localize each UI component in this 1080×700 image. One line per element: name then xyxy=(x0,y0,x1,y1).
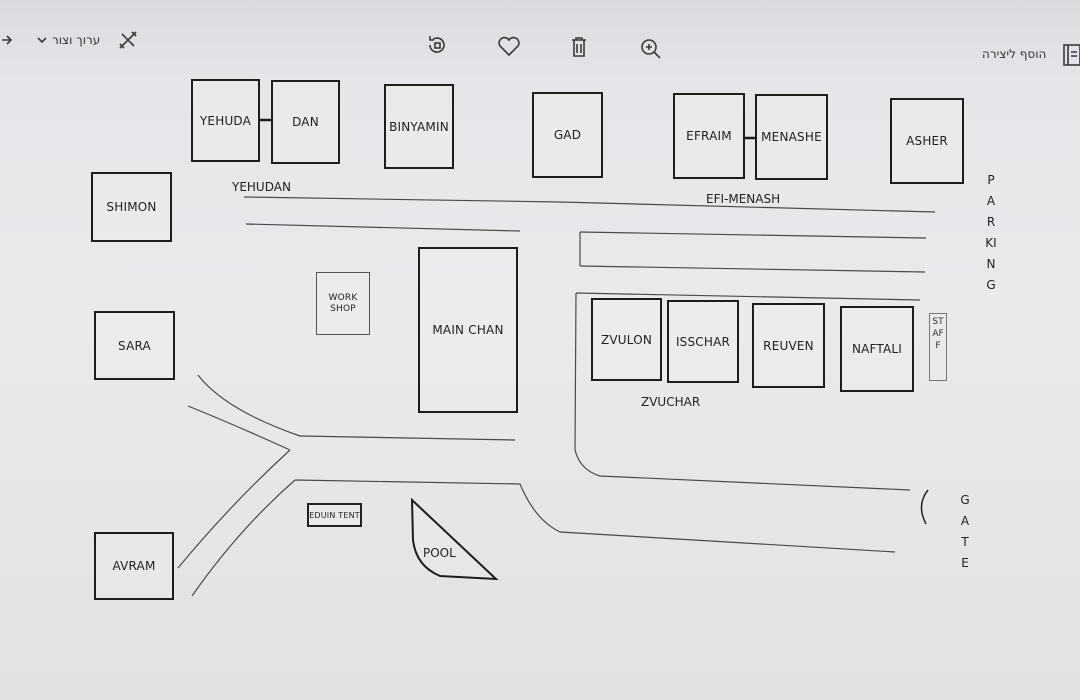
building-gad-label: GAD xyxy=(553,128,582,142)
building-sara: SARA xyxy=(94,311,175,380)
building-binyamin: BINYAMIN xyxy=(384,84,454,169)
building-sara-label: SARA xyxy=(118,338,151,353)
heart-icon[interactable] xyxy=(496,34,522,58)
edit-create-label: ערוך וצור xyxy=(52,33,101,47)
building-efraim: EFRAIM xyxy=(673,93,745,179)
building-gad: GAD xyxy=(532,92,603,178)
building-naftali-label: NAFTALI xyxy=(851,342,903,356)
parking-label: PARKING xyxy=(985,173,997,292)
building-staff-label: STAFF xyxy=(932,317,944,351)
building-asher: ASHER xyxy=(890,98,964,184)
building-avram-label: AVRAM xyxy=(112,559,156,573)
building-dan: DAN xyxy=(271,80,340,164)
road-main-lower xyxy=(294,479,896,553)
building-workshop: WORK SHOP xyxy=(316,272,370,335)
road-left-a xyxy=(197,374,301,437)
building-naftali: NAFTALI xyxy=(840,306,914,392)
building-dan-label: DAN xyxy=(292,115,319,129)
road-main-upper xyxy=(299,435,516,441)
building-menashe: MENASHE xyxy=(755,94,828,180)
road-left-c xyxy=(177,449,291,569)
sidebar-icon[interactable] xyxy=(1062,42,1080,68)
building-workshop-label: WORK SHOP xyxy=(328,292,358,314)
building-main-chan: MAIN CHAN xyxy=(418,247,518,413)
building-beduin-tent: EDUIN TENT xyxy=(307,503,362,527)
zoom-in-icon[interactable] xyxy=(638,36,664,62)
road-label-yehudan: YEHUDAN xyxy=(232,180,291,194)
add-to-creation-label: הוסף ליצירה xyxy=(982,47,1047,61)
road-zvuchar-top xyxy=(575,292,921,301)
building-zvulon-label: ZVULON xyxy=(600,332,653,347)
photo-viewer-toolbar: ערוך וצור הוסף ליצירה xyxy=(0,0,1080,72)
building-asher-label: ASHER xyxy=(906,134,948,148)
building-isschar-label: ISSCHAR xyxy=(675,334,731,349)
building-zvulon: ZVULON xyxy=(591,298,662,381)
edit-tools-icon[interactable] xyxy=(116,28,140,52)
building-isschar: ISSCHAR xyxy=(667,300,739,383)
building-beduin-tent-label: EDUIN TENT xyxy=(309,510,360,520)
building-reuven-label: REUVEN xyxy=(763,338,814,353)
building-shimon-label: SHIMON xyxy=(106,200,157,214)
road-left-b xyxy=(187,405,291,451)
building-avram: AVRAM xyxy=(94,532,174,600)
building-staff: STAFF xyxy=(929,313,947,381)
pool-label: POOL xyxy=(423,546,456,560)
gate-label: GATE xyxy=(960,493,970,570)
building-reuven: REUVEN xyxy=(752,303,825,388)
building-menashe-label: MENASHE xyxy=(761,130,822,144)
edit-create-button[interactable]: ערוך וצור xyxy=(52,30,100,50)
rotate-icon[interactable] xyxy=(424,32,450,58)
road-zvuchar-left xyxy=(574,292,911,491)
share-icon[interactable] xyxy=(0,30,14,50)
road-efi-bottom xyxy=(579,265,926,273)
trash-icon[interactable] xyxy=(568,34,590,60)
building-yehuda: YEHUDA xyxy=(191,79,260,162)
building-efraim-label: EFRAIM xyxy=(686,129,732,143)
building-shimon: SHIMON xyxy=(91,172,172,242)
chevron-down-icon[interactable] xyxy=(36,32,48,48)
road-label-efi-menash: EFI-MENASH xyxy=(706,192,781,206)
road-efi-top xyxy=(579,231,927,239)
road-yehudan-top xyxy=(243,196,936,213)
pool-shape xyxy=(410,497,499,581)
add-to-creation-button[interactable]: הוסף ליצירה xyxy=(982,44,1046,64)
road-yehudan-bottom xyxy=(245,223,521,232)
building-main-chan-label: MAIN CHAN xyxy=(432,323,504,337)
gate-bracket xyxy=(920,489,929,525)
building-yehuda-label: YEHUDA xyxy=(199,113,252,128)
road-left-d xyxy=(191,479,296,597)
building-binyamin-label: BINYAMIN xyxy=(389,119,449,134)
road-label-zvuchar: ZVUCHAR xyxy=(641,395,701,409)
